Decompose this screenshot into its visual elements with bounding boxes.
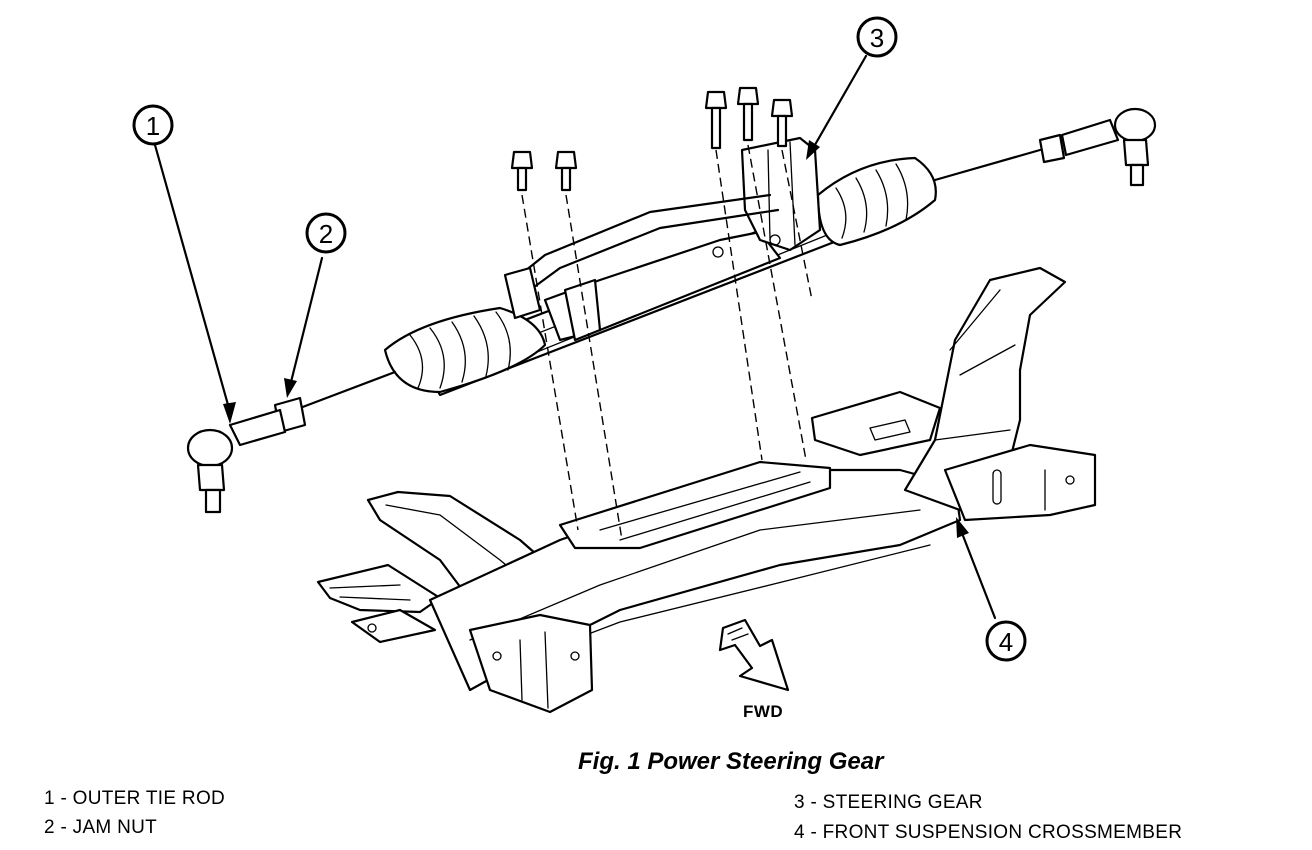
callout-3-number: 3 <box>870 23 884 53</box>
legend-item-1: 1 - OUTER TIE ROD <box>44 788 226 809</box>
callout-3: 3 <box>856 16 898 58</box>
callout-2: 2 <box>305 212 347 254</box>
steering-gear <box>298 136 1042 410</box>
callout-2-number: 2 <box>319 219 333 249</box>
legend-item-4: 4 - FRONT SUSPENSION CROSSMEMBER <box>794 822 1183 843</box>
callout-4-number: 4 <box>999 627 1013 657</box>
front-suspension-crossmember <box>316 266 1097 714</box>
forward-arrow-icon <box>718 618 790 692</box>
alignment-lines <box>521 144 813 541</box>
legend-item-3: 3 - STEERING GEAR <box>794 792 983 813</box>
callout-1-number: 1 <box>146 111 160 141</box>
callout-leaders <box>153 54 997 620</box>
outer-tie-rod <box>186 107 1157 514</box>
callout-4: 4 <box>985 620 1027 662</box>
legend-item-2: 2 - JAM NUT <box>44 817 158 838</box>
mounting-bolts <box>510 86 794 192</box>
figure-caption: Fig. 1 Power Steering Gear <box>578 748 884 775</box>
fwd-label: FWD <box>743 702 784 721</box>
callout-1: 1 <box>132 104 174 146</box>
